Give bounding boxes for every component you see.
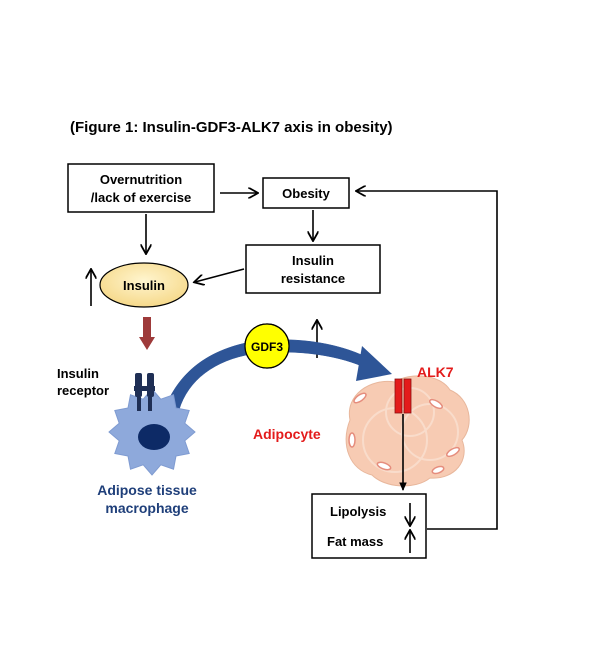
alk7-receptor-icon [394, 378, 412, 414]
overnutrition-label-line1: Overnutrition [100, 172, 182, 187]
adipocyte-label: Adipocyte [253, 426, 321, 442]
insulin-resistance-box: Insulin resistance [245, 244, 381, 294]
overnutrition-box: Overnutrition /lack of exercise [67, 163, 215, 213]
arrow-feedback-to-obesity [357, 191, 498, 530]
overnutrition-label-line2: /lack of exercise [91, 190, 191, 205]
obesity-box: Obesity [262, 177, 350, 209]
figure-title: (Figure 1: Insulin-GDF3-ALK7 axis in obe… [70, 119, 393, 136]
insulin-to-receptor-arrow [139, 317, 155, 350]
outcomes-box: Lipolysis Fat mass [311, 493, 427, 559]
insulin-node: Insulin [99, 262, 189, 308]
arrow-resistance-to-insulin [195, 268, 245, 282]
fat-mass-label: Fat mass [327, 534, 383, 549]
macrophage-label-line2: macrophage [105, 500, 188, 516]
alk7-label: ALK7 [417, 364, 454, 380]
insulin-receptor-label-line1: Insulin [57, 366, 99, 381]
macrophage-label-line1: Adipose tissue [97, 482, 197, 498]
gdf3-label-overlay: GDF3 [251, 340, 283, 354]
obesity-label: Obesity [282, 186, 330, 201]
insulin-resistance-line1: Insulin [292, 253, 334, 268]
lipolysis-label: Lipolysis [330, 504, 386, 519]
macrophage-nucleus [138, 424, 170, 450]
insulin-label: Insulin [123, 278, 165, 293]
macrophage-to-alk7-arrow [164, 339, 392, 411]
macrophage-cell [108, 388, 196, 476]
adipocyte-cell [345, 375, 470, 487]
insulin-receptor-label-line2: receptor [57, 383, 109, 398]
insulin-receptor-icon [134, 373, 155, 411]
insulin-resistance-line2: resistance [281, 271, 345, 286]
